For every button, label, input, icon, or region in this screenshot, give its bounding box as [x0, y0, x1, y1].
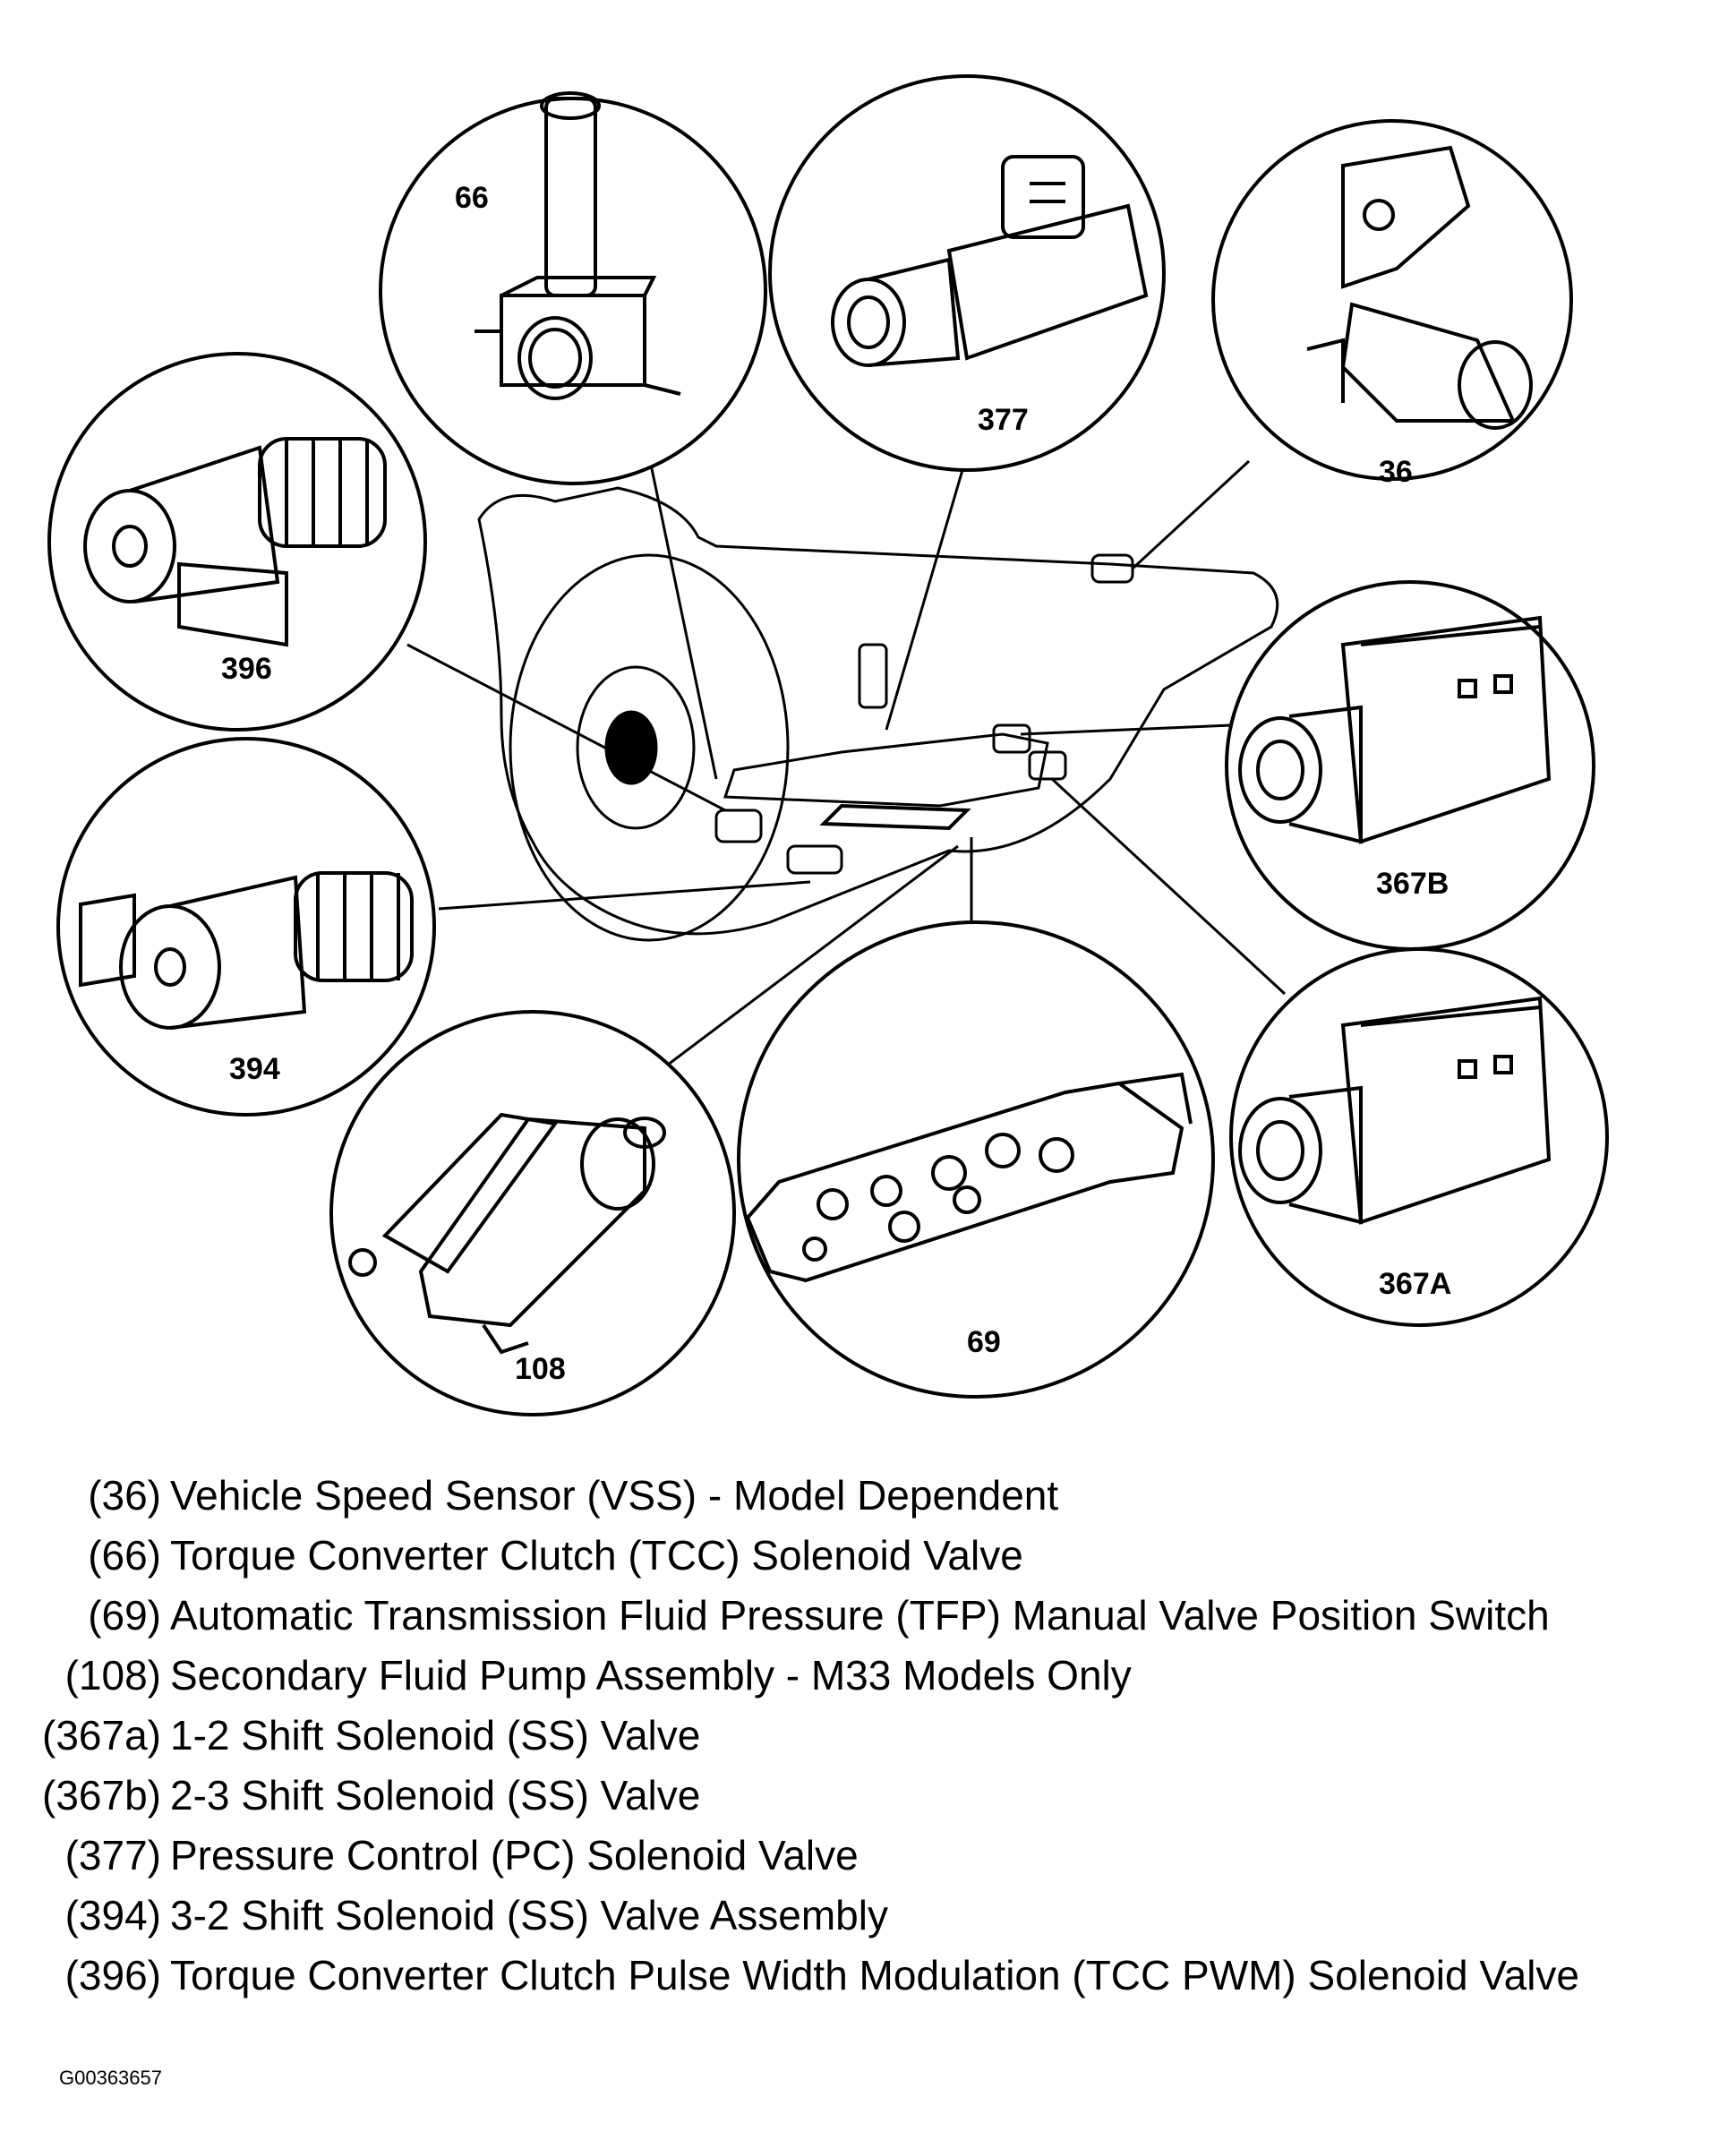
callout-377: 377 — [978, 403, 1029, 437]
leader-line-396 — [406, 643, 726, 812]
legend-number: (66) — [88, 1532, 161, 1579]
legend-description: 3-2 Shift Solenoid (SS) Valve Assembly — [170, 1892, 888, 1938]
callout-66: 66 — [455, 181, 489, 215]
component-367b-2-3-shift-solenoid: 367B — [1225, 580, 1595, 951]
legend-description: Torque Converter Clutch Pulse Width Modu… — [170, 1952, 1579, 1998]
legend-number: (36) — [88, 1472, 161, 1519]
leader-line-394 — [438, 880, 811, 911]
leader-line-367a — [1050, 777, 1287, 996]
figure-id: G00363657 — [59, 2067, 162, 2089]
transmission-assembly — [477, 486, 1279, 942]
legend-description: 2-3 Shift Solenoid (SS) Valve — [170, 1772, 701, 1819]
legend-number: (367a) — [42, 1712, 161, 1759]
component-394-3-2-shift-solenoid: 394 — [56, 737, 436, 1117]
component-66-tcc-solenoid: 66 — [379, 91, 767, 485]
legend-number: (394) — [64, 1892, 161, 1938]
component-69-tfp-switch: 69 — [737, 920, 1215, 1399]
legend-number: (396) — [64, 1952, 161, 1998]
legend-number: (69) — [88, 1592, 161, 1639]
callout-69: 69 — [967, 1325, 1001, 1359]
legend-description: Vehicle Speed Sensor (VSS) - Model Depen… — [170, 1472, 1059, 1519]
legend-description: Torque Converter Clutch (TCC) Solenoid V… — [170, 1532, 1023, 1579]
legend-description: 1-2 Shift Solenoid (SS) Valve — [170, 1712, 701, 1759]
legend-description: Automatic Transmission Fluid Pressure (T… — [170, 1592, 1550, 1639]
leader-line-108 — [612, 844, 959, 1108]
callout-108: 108 — [515, 1352, 566, 1386]
component-377-pc-solenoid: 377 — [768, 74, 1166, 472]
legend-number: (367b) — [42, 1772, 161, 1819]
callout-36: 36 — [1379, 455, 1413, 489]
legend-number: (108) — [64, 1652, 161, 1699]
callout-367a: 367A — [1379, 1267, 1451, 1301]
component-108-secondary-pump: 108 — [329, 1010, 736, 1416]
legend-description: Secondary Fluid Pump Assembly - M33 Mode… — [170, 1652, 1132, 1699]
leader-line-377 — [885, 469, 964, 731]
callout-394: 394 — [229, 1052, 280, 1086]
legend-description: Pressure Control (PC) Solenoid Valve — [170, 1832, 859, 1878]
leader-line-66 — [643, 433, 718, 780]
component-367a-1-2-shift-solenoid: 367A — [1229, 947, 1609, 1327]
legend-number: (377) — [64, 1832, 161, 1878]
callout-367b: 367B — [1376, 867, 1449, 901]
transmission-solenoid-diagram: 66 377 36 — [47, 74, 1609, 1416]
component-396-tcc-pwm-solenoid: 396 — [47, 352, 427, 732]
callout-396: 396 — [221, 652, 272, 686]
component-36-vss: 36 — [1211, 119, 1573, 489]
leader-line-367b — [1020, 723, 1232, 736]
leader-line-36 — [1131, 459, 1251, 570]
